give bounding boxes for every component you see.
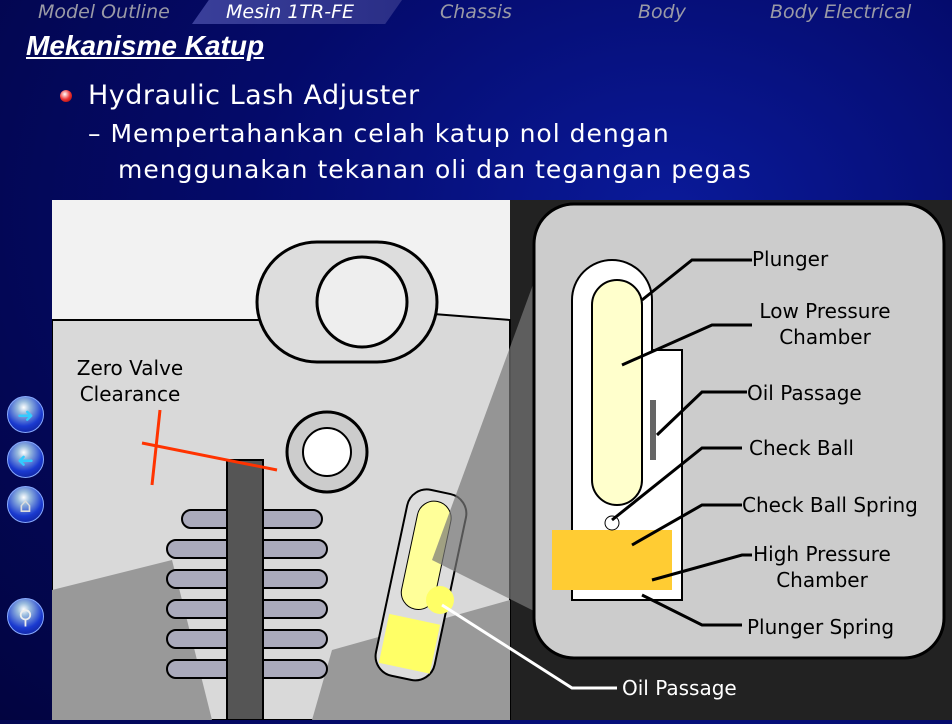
bullet-text: Hydraulic Lash Adjuster — [88, 80, 420, 111]
callout-low-pressure-chamber: Low Pressure Chamber — [759, 299, 891, 349]
bullet-icon — [60, 90, 72, 102]
lash-adjuster-diagram: Zero Valve Clearance Oil Passage Plunger… — [51, 200, 952, 721]
tab-body-electrical[interactable]: Body Electrical — [770, 1, 912, 23]
search-button[interactable]: ⚲ — [7, 598, 44, 635]
tab-model-outline[interactable]: Model Outline — [38, 1, 170, 23]
previous-icon: ➜ — [17, 447, 34, 472]
slide-title: Mekanisme Katup — [26, 30, 265, 61]
callout-oil-passage: Oil Passage — [747, 381, 862, 405]
zero-valve-clearance-label: Zero Valve Clearance — [76, 356, 184, 406]
search-icon: ⚲ — [18, 604, 33, 629]
next-button[interactable]: ➜ — [7, 396, 44, 433]
callout-check-ball-spring: Check Ball Spring — [742, 493, 918, 517]
home-icon: ⌂ — [19, 492, 32, 517]
callout-high-pressure-chamber: High Pressure Chamber — [753, 542, 891, 592]
previous-button[interactable]: ➜ — [7, 441, 44, 478]
tab-chassis[interactable]: Chassis — [440, 1, 512, 23]
sub-bullet-text: – Mempertahankan celah katup nol dengan … — [88, 119, 752, 184]
tab-body[interactable]: Body — [638, 1, 686, 23]
top-nav: Model Outline Mesin 1TR-FE Chassis Body … — [0, 0, 952, 24]
next-icon: ➜ — [17, 402, 34, 427]
callout-plunger: Plunger — [752, 247, 829, 271]
callout-check-ball: Check Ball — [749, 436, 854, 460]
home-button[interactable]: ⌂ — [7, 486, 44, 523]
diagram-illustration — [51, 200, 952, 721]
oil-passage-label: Oil Passage — [622, 676, 737, 700]
callout-plunger-spring: Plunger Spring — [747, 615, 895, 639]
tab-mesin-1tr-fe[interactable]: Mesin 1TR-FE — [192, 0, 402, 24]
sidebar: ➜ ➜ ⌂ ⚲ — [0, 24, 52, 720]
